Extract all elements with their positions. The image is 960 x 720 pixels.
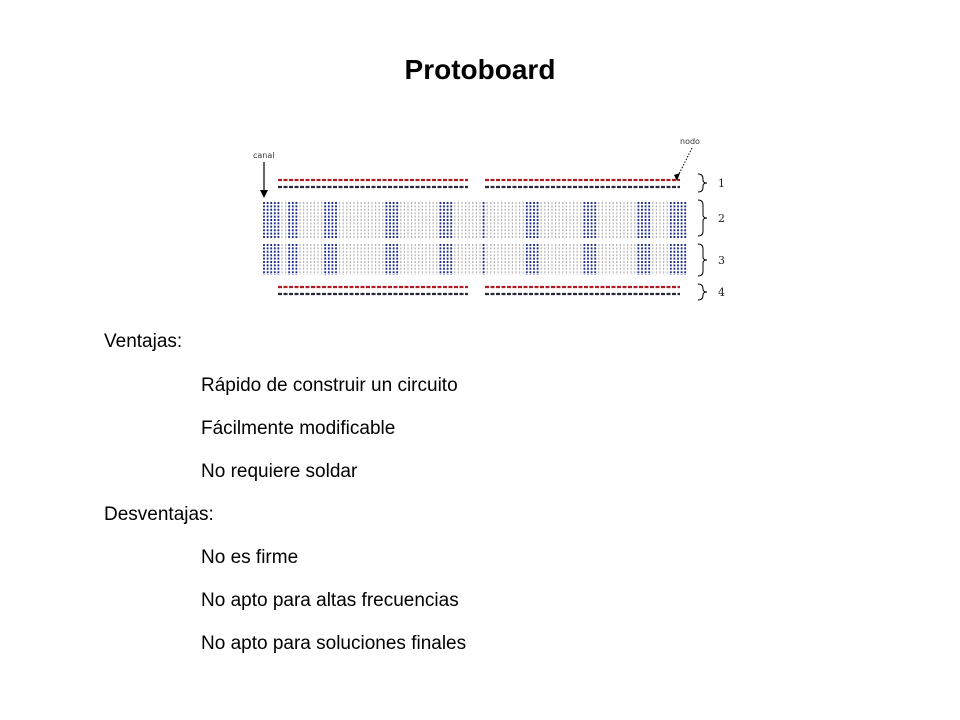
- ventajas-item: No requiere soldar: [201, 461, 358, 482]
- brace: [697, 283, 708, 301]
- brace: [697, 243, 708, 277]
- protoboard-diagram: canal nodo 1 2 3 4: [240, 130, 740, 315]
- slide-title: Protoboard: [404, 54, 556, 85]
- bracket-number: 4: [718, 286, 725, 299]
- ventajas-heading: Ventajas:: [104, 331, 183, 352]
- center-channel: [260, 239, 692, 243]
- ventajas-item: Rápido de construir un circuito: [201, 375, 458, 396]
- protoboard-illustration: canal nodo 1 2 3 4: [253, 137, 725, 301]
- board-marks: 1 2 3 4: [260, 147, 725, 301]
- desventajas-item: No apto para soluciones finales: [201, 633, 467, 654]
- label-canal: canal: [253, 151, 275, 160]
- desventajas-item: No apto para altas frecuencias: [201, 590, 459, 611]
- desventajas-item: No es firme: [201, 547, 299, 568]
- bracket-number: 2: [718, 212, 725, 225]
- nodo-arrow-head: [674, 173, 680, 181]
- brace: [697, 199, 708, 237]
- brace: [697, 173, 708, 193]
- bracket-number: 3: [718, 254, 725, 267]
- ventajas-item: Fácilmente modificable: [201, 418, 396, 439]
- canal-arrow-head: [260, 190, 268, 198]
- bracket-number: 1: [718, 177, 725, 190]
- desventajas-heading: Desventajas:: [104, 504, 214, 525]
- label-nodo: nodo: [680, 137, 700, 146]
- nodo-arrow-line: [677, 147, 693, 177]
